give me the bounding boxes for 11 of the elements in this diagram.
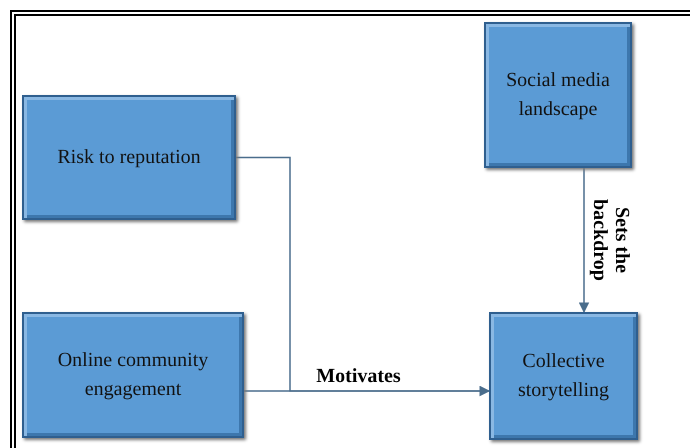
node-text: Social media landscape	[505, 68, 611, 122]
process-box	[22, 312, 244, 438]
connector-arrow	[244, 386, 490, 396]
node-text: Risk to reputation	[56, 145, 202, 170]
node-text: Online community engagement	[56, 348, 210, 402]
process-box	[489, 312, 638, 440]
node-text: Collective storytelling	[516, 349, 610, 403]
edge-label: Sets the backdrop	[588, 198, 634, 283]
process-box	[484, 22, 632, 168]
process-box	[22, 95, 236, 220]
connector-arrow	[578, 168, 590, 314]
